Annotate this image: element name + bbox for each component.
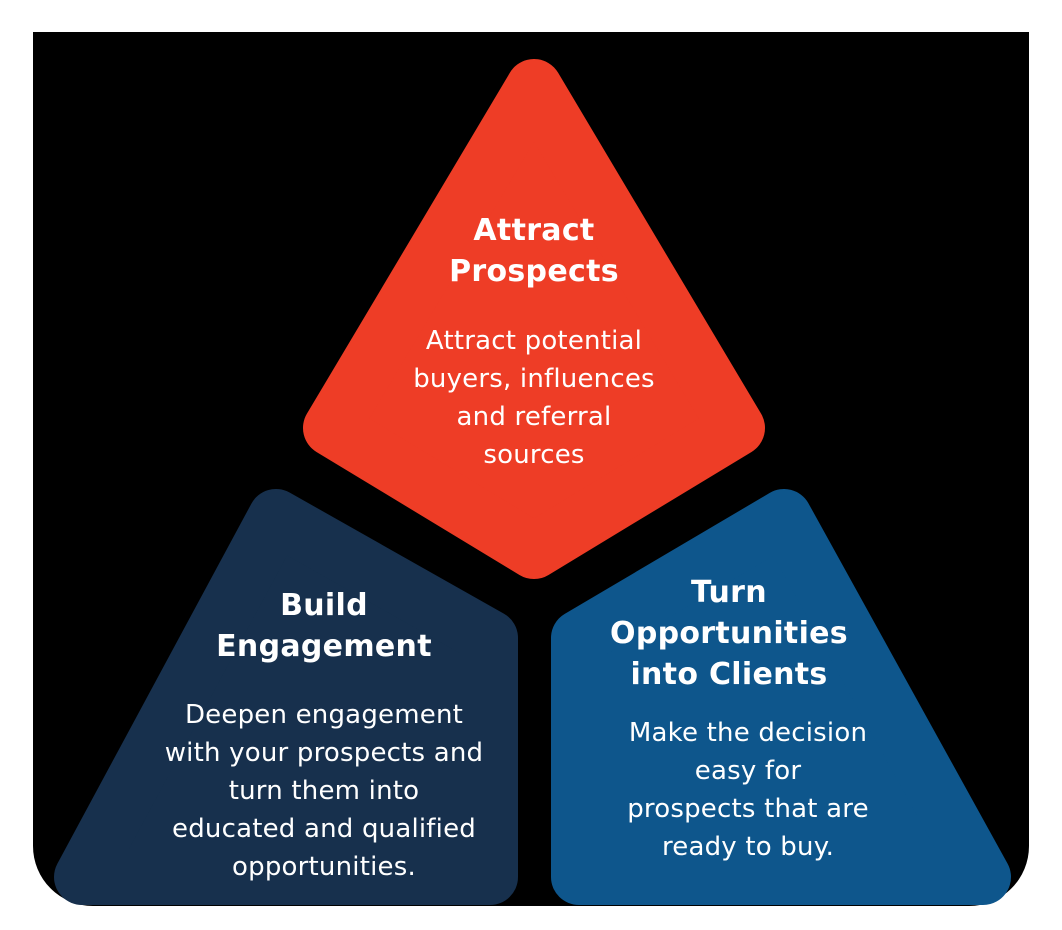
attract-prospects-description: Attract potential buyers, influences and… (413, 326, 655, 470)
attract-prospects-title: Attract Prospects (449, 213, 619, 289)
turn-opportunities-title: Turn Opportunities into Clients (610, 575, 848, 692)
build-engagement-description: Deepen engagement with your prospects an… (164, 700, 484, 882)
build-engagement-shape (54, 489, 518, 905)
build-engagement-title: Build Engagement (216, 588, 432, 664)
attract-prospects-shape (303, 59, 765, 579)
turn-opportunities-shape (551, 489, 1011, 905)
turn-opportunities-description: Make the decision easy for prospects tha… (627, 718, 869, 862)
